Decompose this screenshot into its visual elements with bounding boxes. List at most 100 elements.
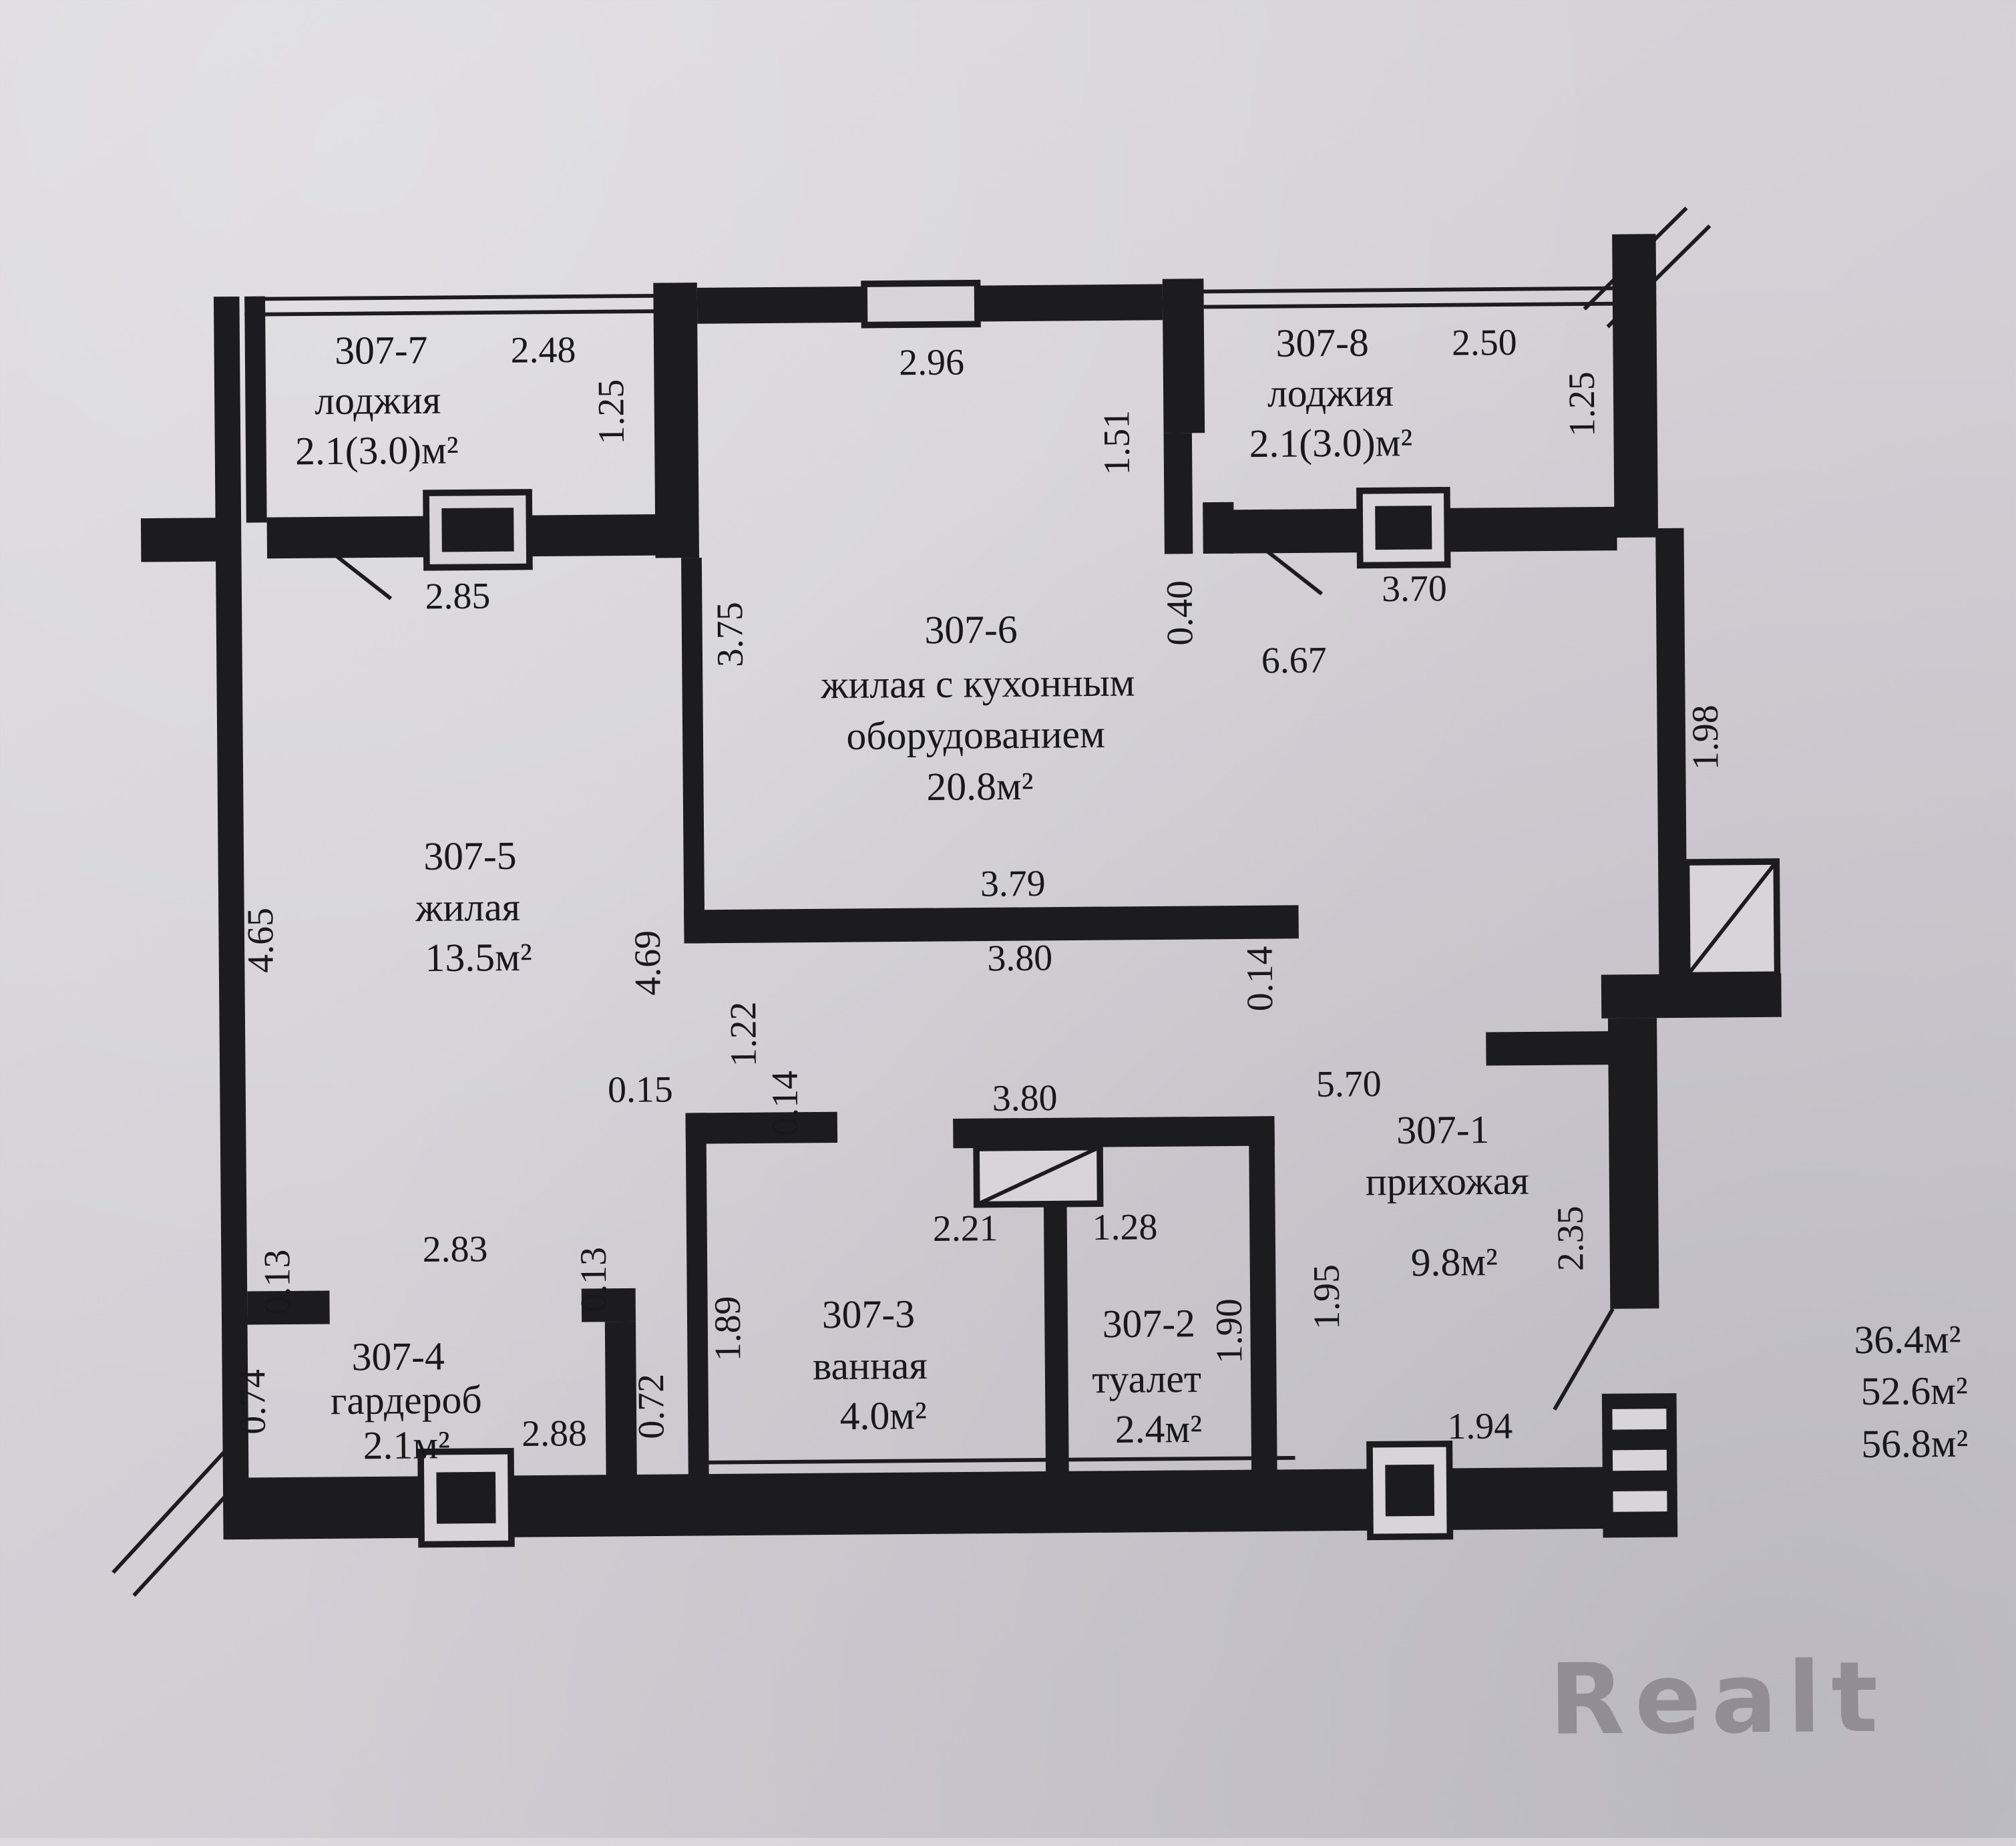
room-307-5-id: 307-5 xyxy=(423,834,517,878)
dim-hallway-left: 1.95 xyxy=(1306,1264,1348,1330)
dim-bath-width: 2.21 xyxy=(933,1208,998,1250)
dim-stub-015: 0.15 xyxy=(608,1069,673,1111)
wall-hallway-right xyxy=(1607,1018,1659,1309)
wall-room5-kitchen xyxy=(681,557,705,944)
wall-kitchen-loggia8-upper xyxy=(1162,279,1205,433)
dim-kitchen-bottom-inner: 3.79 xyxy=(980,863,1046,905)
dim-bath-top: 3.80 xyxy=(992,1077,1058,1119)
room-307-2-area: 2.4м² xyxy=(1115,1407,1203,1451)
wall-wardrobe-right xyxy=(604,1321,637,1479)
dim-wardrobe-top: 2.83 xyxy=(423,1228,488,1270)
dim-kitchen-window: 2.96 xyxy=(899,342,964,384)
room-307-8-id: 307-8 xyxy=(1275,321,1369,365)
bath-door-diagonal xyxy=(976,1145,1101,1207)
dim-loggia8-width: 2.50 xyxy=(1452,322,1517,364)
break-mark-top-right-2 xyxy=(1606,224,1711,329)
dim-loggia8-door: 3.70 xyxy=(1382,568,1447,610)
room-307-7-name: лоджия xyxy=(315,378,441,423)
window-kitchen-top xyxy=(861,279,981,329)
break-mark-top-right-1 xyxy=(1583,206,1688,311)
wall-left-outer xyxy=(213,296,250,1540)
dim-loggia7-width: 2.48 xyxy=(510,329,576,371)
room-307-1-area: 9.8м² xyxy=(1410,1240,1498,1284)
wall-wardrobe-stub-right xyxy=(581,1288,636,1322)
wall-left-stub xyxy=(140,518,218,562)
room-307-1-name: прихожая xyxy=(1366,1159,1529,1204)
room-307-5-area: 13.5м² xyxy=(425,935,532,980)
room-307-4-area: 2.1м² xyxy=(363,1423,450,1467)
dim-loggia8-depth: 1.25 xyxy=(1561,371,1603,437)
room-307-3-area: 4.0м² xyxy=(839,1393,927,1438)
room-307-4-id: 307-4 xyxy=(351,1334,445,1378)
loggia7-glazing-line2 xyxy=(244,309,669,317)
realt-watermark-logo: Realt xyxy=(1549,1640,1888,1757)
entrance-block-stripe-3 xyxy=(1613,1491,1667,1512)
room-307-7-id: 307-7 xyxy=(335,328,428,373)
window-bottom-left xyxy=(436,1471,496,1524)
door-swing-entrance xyxy=(1553,1308,1615,1411)
wall-loggia7-bottom-right xyxy=(526,514,658,557)
dim-hall-right: 1.98 xyxy=(1685,705,1727,770)
wall-bath-left xyxy=(685,1113,709,1479)
dim-wc-right: 1.90 xyxy=(1209,1298,1251,1364)
dim-wall-thk-014b: 0.14 xyxy=(765,1071,807,1136)
wall-loggia7-pier xyxy=(244,296,267,523)
dim-kitchen-right-inner: 1.51 xyxy=(1096,410,1138,476)
room-labels-group: 307-7 лоджия 2.1(3.0)м² 307-8 лоджия 2.1… xyxy=(295,321,1529,1468)
room-307-3-id: 307-3 xyxy=(822,1292,916,1336)
room-307-6-id: 307-6 xyxy=(924,607,1018,652)
dim-room5-right: 4.69 xyxy=(627,930,669,996)
room-307-6-name2: оборудованием xyxy=(846,712,1105,758)
wall-right-outer xyxy=(1655,528,1687,991)
wall-kitchen-top-left xyxy=(696,286,867,324)
window-loggia8 xyxy=(1375,506,1432,550)
thin-lines-group xyxy=(112,206,1711,1597)
dim-bottom-right: 1.94 xyxy=(1447,1405,1513,1447)
wall-wc-right xyxy=(1248,1116,1277,1474)
wall-hallway-niche-stub xyxy=(1486,1031,1615,1066)
area-totals-group: 36.4м² 52.6м² 56.8м² xyxy=(1854,1317,1968,1466)
wall-bath-top xyxy=(953,1116,1275,1149)
room-307-6-name1: жилая с кухонным xyxy=(820,661,1135,707)
room-307-4-name: гардероб xyxy=(331,1377,482,1423)
wall-kitchen-loggia8-lower xyxy=(1163,433,1193,554)
walls-group xyxy=(140,234,1782,1540)
door-swing-loggia7 xyxy=(288,518,393,600)
dim-kitchen-jog: 0.40 xyxy=(1159,580,1201,646)
dim-wall-thk-013a: 0.13 xyxy=(256,1250,298,1315)
loggia8-glazing-line xyxy=(1203,286,1657,294)
wall-loggia8-bottom-left xyxy=(1228,508,1363,554)
room-307-2-id: 307-2 xyxy=(1102,1301,1195,1346)
dimensions-group: 2.48 1.25 2.85 2.96 1.51 2.50 1.25 3.70 … xyxy=(232,322,1727,1455)
wall-loggia7-kitchen xyxy=(653,283,699,558)
wall-kitchen-bottom xyxy=(684,905,1299,944)
break-mark-bottom-left-2 xyxy=(132,1472,248,1597)
wall-loggia7-bottom-left xyxy=(266,516,432,559)
room-307-6-area: 20.8м² xyxy=(926,764,1034,809)
dim-room5-left: 4.65 xyxy=(240,908,282,973)
dim-bottom-left: 2.88 xyxy=(522,1413,587,1455)
loggia8-glazing-line2 xyxy=(1203,301,1657,309)
room-307-5-name: жилая xyxy=(415,885,520,930)
room-307-8-name: лоджия xyxy=(1267,370,1394,415)
room-307-8-area: 2.1(3.0)м² xyxy=(1249,420,1412,466)
wall-wardrobe-stub-left xyxy=(247,1290,330,1325)
dim-wardrobe-left: 0.74 xyxy=(232,1369,274,1435)
entrance-block-stripe-1 xyxy=(1612,1409,1667,1430)
dim-kitchen-left-inner: 3.75 xyxy=(709,602,751,667)
dim-kitchen-bottom-outer: 3.80 xyxy=(987,937,1052,979)
dim-wc-width: 1.28 xyxy=(1092,1206,1157,1248)
loggia7-glazing-line xyxy=(244,293,669,301)
dim-kitchen-width: 6.67 xyxy=(1261,640,1327,682)
dim-wall-thk-014a: 0.14 xyxy=(1239,946,1281,1011)
stair-symbol-diagonal xyxy=(1685,860,1778,977)
dim-corridor-gap: 1.22 xyxy=(723,1001,765,1067)
break-mark-bottom-left-1 xyxy=(112,1449,227,1574)
dim-bath-left: 1.89 xyxy=(707,1296,749,1361)
room-307-2-name: туалет xyxy=(1092,1356,1201,1401)
entrance-block-stripe-2 xyxy=(1612,1449,1667,1471)
total-living-area: 36.4м² xyxy=(1854,1317,1961,1362)
room-307-3-name: ванная xyxy=(813,1343,928,1388)
